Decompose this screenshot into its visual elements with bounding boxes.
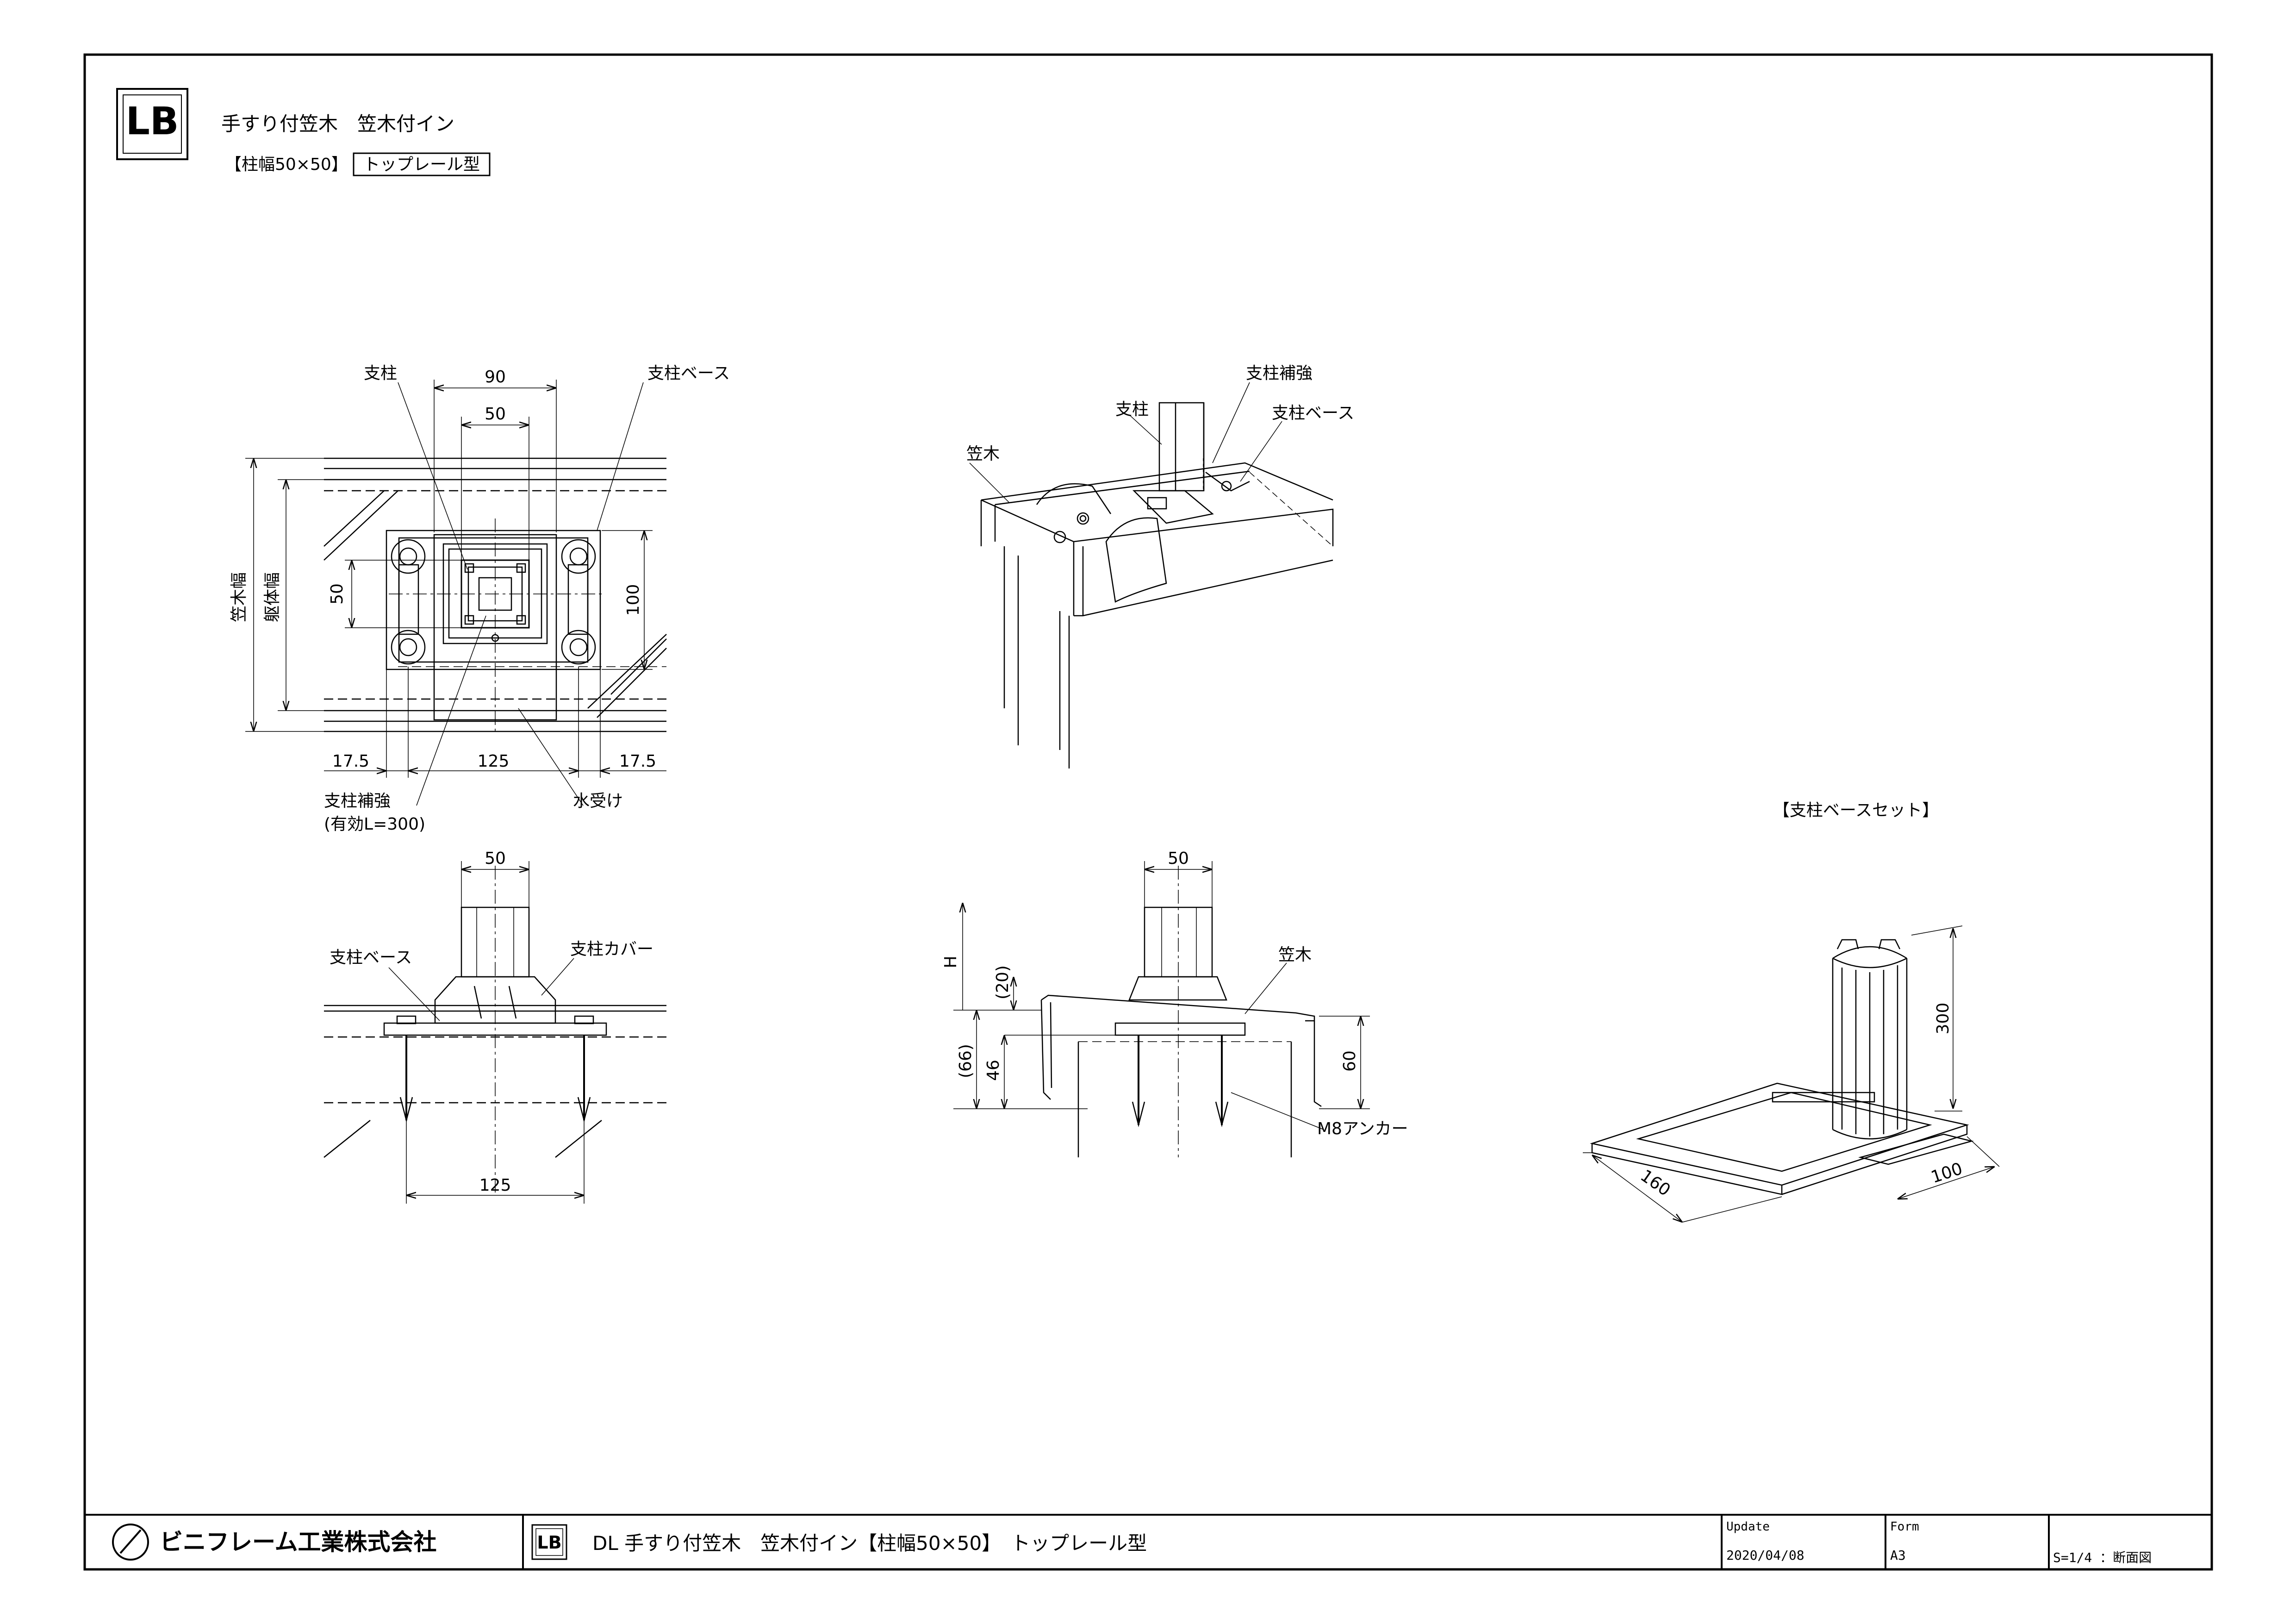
front-dim-50: 50 [485,849,506,868]
base-set-view [1583,925,2000,1222]
iso-view-text: 支柱 支柱補強 支柱ベース 笠木 [966,364,1354,463]
scale-label: S=1/4 ：断面図 [2053,1550,2152,1565]
plan-label-reinforcement: 支柱補強 [324,792,391,811]
plan-dim-100: 100 [624,584,643,616]
iso-label-post-base: 支柱ベース [1272,404,1354,423]
company-logo-mark [112,1524,149,1561]
side-section-text: 50 H (20) (66) 46 60 笠木 M8アンカー [941,849,1408,1138]
base-set-dim-160: 160 [1637,1166,1674,1200]
update-value: 2020/04/08 [1726,1548,1804,1563]
side-dim-66: (66) [956,1044,975,1078]
front-label-post-base: 支柱ベース [330,948,412,967]
form-value: A3 [1890,1548,1906,1563]
plan-label-post: 支柱 [364,364,397,383]
title-block-logo-lettering: LB [537,1532,561,1553]
plan-view-text: 支柱 支柱ベース 90 50 笠木幅 躯体幅 50 100 17.5 125 1… [230,364,730,834]
front-section-text: 50 125 支柱ベース 支柱カバー [330,849,653,1195]
iso-label-reinforcement: 支柱補強 [1246,364,1313,383]
plan-dim-17-5-right: 17.5 [619,752,656,771]
iso-label-coping: 笠木 [966,444,1000,463]
side-dim-60: 60 [1340,1050,1359,1072]
base-set-title: 【支柱ベースセット】 [1773,801,1939,820]
plan-view [245,380,667,806]
front-label-post-cover: 支柱カバー [570,940,653,959]
side-label-coping: 笠木 [1278,945,1312,964]
plan-dim-50-left: 50 [328,583,347,605]
plan-dim-90: 90 [485,368,506,387]
plan-label-body-width: 躯体幅 [263,572,282,622]
title-block-logo: LB [531,1524,567,1560]
iso-view [969,382,1334,768]
plan-label-coping-width: 笠木幅 [230,572,249,622]
base-set-dim-300: 300 [1934,1003,1953,1035]
base-set-text: 【支柱ベースセット】 300 160 100 [1637,801,1965,1200]
title-block [85,1514,2212,1569]
front-section [324,861,666,1204]
side-dim-50: 50 [1168,849,1189,868]
iso-label-post: 支柱 [1115,400,1149,419]
spec-label: 【柱幅50×50】 [225,155,348,174]
plan-label-reinforcement-length: (有効L=300) [324,815,425,834]
plan-dim-50-top: 50 [485,405,506,424]
base-set-dim-100: 100 [1929,1159,1965,1187]
page-title: 手すり付笠木 笠木付イン [221,112,454,135]
plan-dim-17-5-left: 17.5 [332,752,369,771]
header-logo: LB [116,88,188,160]
drawing-frame [83,53,2213,1571]
side-dim-20: (20) [993,965,1012,999]
side-section [953,861,1370,1157]
type-label: トップレール型 [363,155,480,174]
plan-label-post-base: 支柱ベース [647,364,730,383]
side-dim-H: H [941,956,960,968]
front-dim-125: 125 [479,1176,511,1195]
side-label-anchor: M8アンカー [1317,1119,1408,1138]
plan-dim-125: 125 [478,752,510,771]
plan-label-water-receiver: 水受け [573,792,623,811]
company-name: ビニフレーム工業株式会社 [160,1529,437,1555]
side-dim-46: 46 [984,1060,1003,1081]
type-box [353,152,491,176]
update-label: Update [1726,1520,1770,1534]
drawing-title: DL 手すり付笠木 笠木付イン【柱幅50×50】 トップレール型 [592,1532,1147,1555]
logo-lettering: LB [126,100,179,144]
form-label: Form [1890,1520,1919,1534]
